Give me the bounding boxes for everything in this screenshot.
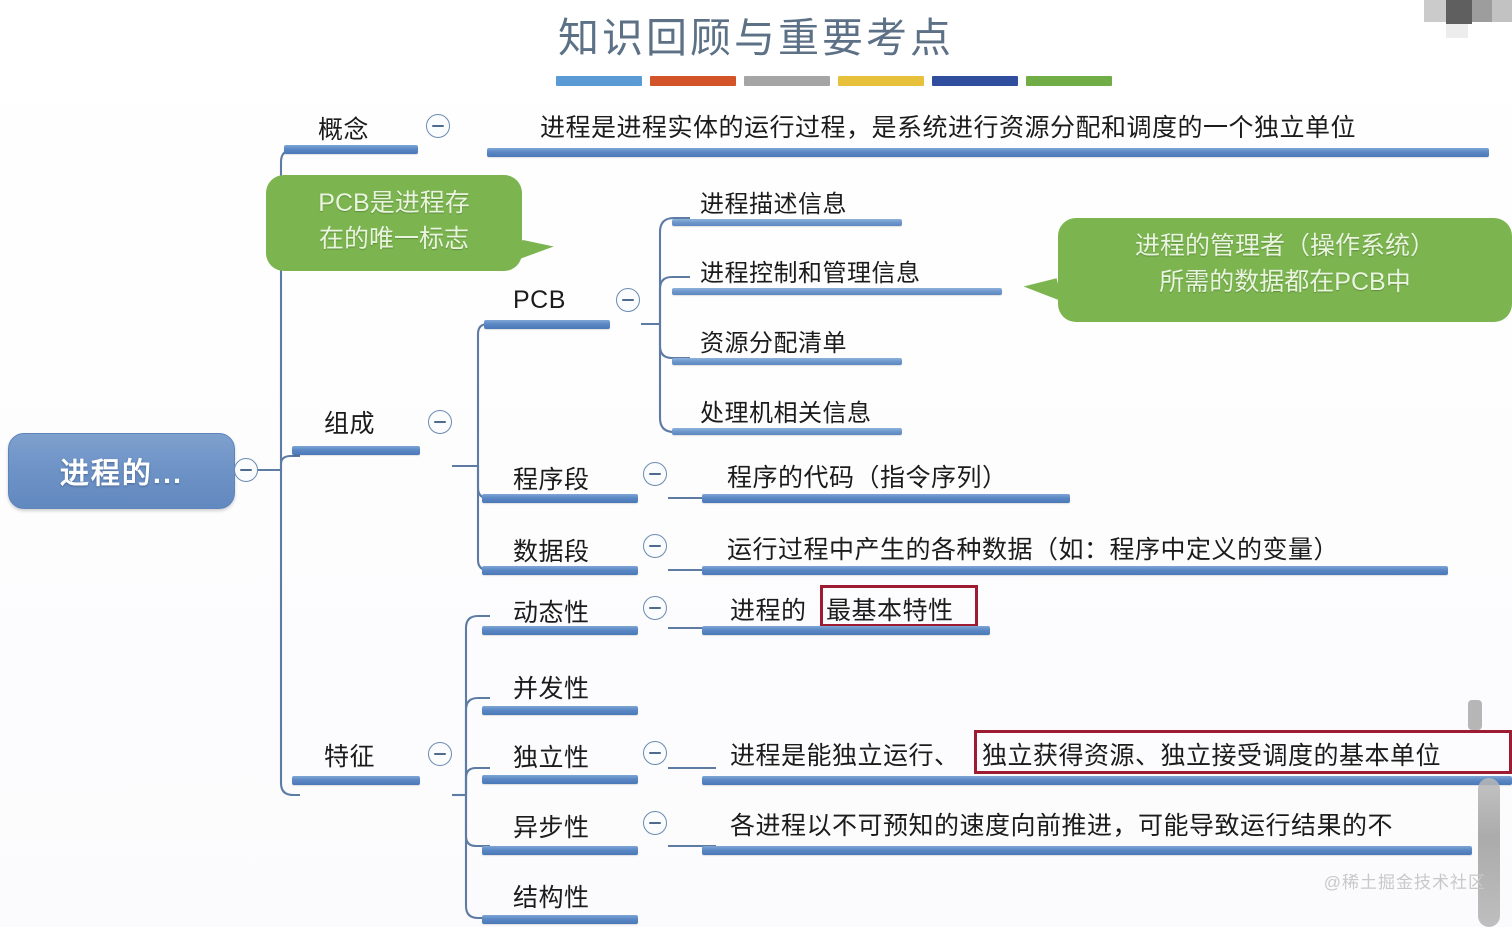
- toggle-feature-dynamic[interactable]: [643, 596, 667, 620]
- underline-pcb-item-4: [672, 428, 902, 435]
- underline-concept-detail: [487, 148, 1489, 157]
- highlight-box-dynamic: [820, 585, 978, 627]
- underline-feature-async: [482, 846, 638, 855]
- toggle-program-segment[interactable]: [643, 462, 667, 486]
- callout-left-line-2: 在的唯一标志: [318, 225, 469, 253]
- underline-pcb: [484, 320, 610, 329]
- underline-pcb-item-3: [672, 358, 902, 365]
- highlight-box-independent: [974, 730, 1512, 774]
- callout-right-tail: [1023, 278, 1063, 310]
- detail-concept: 进程是进程实体的运行过程，是系统进行资源分配和调度的一个独立单位: [540, 114, 1357, 142]
- pcb-item-4: 处理机相关信息: [700, 400, 872, 427]
- toggle-concept[interactable]: [426, 114, 450, 138]
- feature-label-async: 异步性: [513, 814, 590, 842]
- toggle-data-segment[interactable]: [643, 534, 667, 558]
- underline-feature-independent-detail: [702, 776, 1512, 785]
- underline-pcb-item-1: [672, 219, 902, 226]
- callout-right-line-2: 所需的数据都在PCB中: [1159, 268, 1411, 296]
- accent-bar-1: [556, 76, 642, 86]
- root-collapse-toggle[interactable]: [234, 458, 258, 482]
- overlay-block-2: [1446, 0, 1472, 24]
- underline-feature-dynamic: [482, 626, 638, 635]
- callout-pcb-unique-marker: PCB是进程存 在的唯一标志: [266, 175, 554, 271]
- underline-concept: [284, 145, 418, 154]
- detail-feature-independent-prefix: 进程是能独立运行、: [730, 742, 960, 770]
- page-scrollbar-thumb[interactable]: [1478, 778, 1500, 927]
- underline-feature-independent: [482, 775, 638, 784]
- overlay-block-3: [1472, 0, 1492, 22]
- accent-bar-5: [932, 76, 1018, 86]
- toggle-pcb[interactable]: [616, 288, 640, 312]
- branch-label-concept: 概念: [318, 116, 370, 144]
- callout-left-line-1: PCB是进程存: [318, 189, 470, 217]
- detail-data-segment: 运行过程中产生的各种数据（如：程序中定义的变量）: [727, 536, 1340, 564]
- root-node[interactable]: 进程的...: [8, 433, 235, 509]
- detail-feature-dynamic-highlight: 最基本特性: [826, 597, 954, 625]
- branch-label-composition: 组成: [324, 410, 376, 438]
- underline-feature-concurrent: [482, 706, 638, 715]
- underline-composition: [292, 446, 420, 455]
- toggle-feature-async[interactable]: [643, 811, 667, 835]
- feature-label-structural: 结构性: [513, 884, 590, 912]
- root-node-label: 进程的...: [59, 458, 184, 490]
- toggle-feature-independent[interactable]: [643, 741, 667, 765]
- pcb-item-3: 资源分配清单: [700, 330, 847, 357]
- page-title: 知识回顾与重要考点: [558, 15, 954, 61]
- overlay-block-5: [1446, 24, 1468, 38]
- toggle-features[interactable]: [428, 742, 452, 766]
- pcb-item-1: 进程描述信息: [700, 191, 847, 218]
- underline-pcb-item-2: [672, 288, 1002, 295]
- underline-program-segment: [482, 494, 638, 503]
- underline-features: [292, 776, 420, 785]
- underline-data-segment-detail: [702, 566, 1448, 575]
- accent-bar-3: [744, 76, 830, 86]
- callout-right-line-1: 进程的管理者（操作系统）: [1134, 232, 1435, 260]
- underline-program-segment-detail: [702, 494, 1070, 503]
- toggle-composition[interactable]: [428, 410, 452, 434]
- underline-feature-structural: [482, 915, 638, 924]
- underline-feature-async-detail: [702, 846, 1472, 855]
- overlay-block-4: [1492, 0, 1512, 22]
- feature-label-concurrent: 并发性: [513, 675, 590, 703]
- watermark: @稀土掘金技术社区: [1323, 873, 1486, 892]
- node-label-data-segment: 数据段: [513, 538, 590, 566]
- underline-feature-dynamic-detail: [702, 626, 990, 635]
- detail-feature-async: 各进程以不可预知的速度向前推进，可能导致运行结果的不: [730, 812, 1394, 840]
- detail-feature-dynamic-prefix: 进程的: [730, 597, 807, 625]
- detail-program-segment: 程序的代码（指令序列）: [727, 464, 1008, 492]
- node-label-program-segment: 程序段: [513, 466, 590, 494]
- branch-label-features: 特征: [324, 743, 376, 771]
- overlay-block-1: [1424, 0, 1446, 22]
- pcb-item-2: 进程控制和管理信息: [700, 260, 921, 287]
- feature-label-independent: 独立性: [513, 744, 590, 772]
- callout-pcb-data-owner: 进程的管理者（操作系统） 所需的数据都在PCB中: [1023, 218, 1512, 322]
- node-label-pcb: PCB: [513, 286, 566, 314]
- feature-label-dynamic: 动态性: [513, 599, 590, 627]
- overlay-block-6: [1468, 700, 1482, 730]
- title-accent-bars: [556, 76, 1112, 86]
- accent-bar-4: [838, 76, 924, 86]
- callout-left-tail: [518, 239, 554, 267]
- accent-bar-2: [650, 76, 736, 86]
- detail-feature-independent-highlight: 独立获得资源、独立接受调度的基本单位: [982, 742, 1442, 770]
- accent-bar-6: [1026, 76, 1112, 86]
- underline-data-segment: [482, 566, 638, 575]
